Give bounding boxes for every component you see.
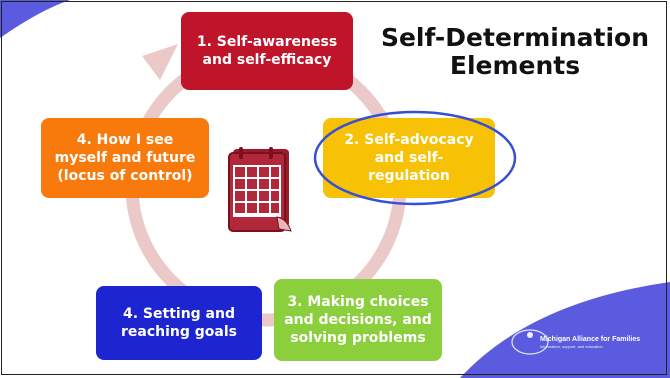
step-making-choices: 3. Making choices and decisions, and sol… <box>274 279 442 361</box>
alliance-logo: Michigan Alliance for Families informati… <box>540 336 650 349</box>
step-locus-of-control: 4. How I see myself and future (locus of… <box>41 118 209 198</box>
highlight-ellipse <box>313 110 517 206</box>
step-self-awareness: 1. Self-awareness and self-efficacy <box>181 12 353 90</box>
step-self-advocacy: 2. Self-advocacy and self- regulation <box>323 118 495 198</box>
alliance-logo-icon <box>511 329 549 355</box>
step-setting-goals: 4. Setting and reaching goals <box>96 286 262 360</box>
logo-name: Michigan Alliance for Families <box>540 336 641 343</box>
slide-title: Self-Determination Elements <box>380 23 650 80</box>
corner-decoration-bottom-right <box>460 282 670 378</box>
corner-decoration-top-left <box>0 0 70 38</box>
calendar-icon <box>228 147 292 232</box>
cycle-arrowhead <box>142 44 178 80</box>
logo-tagline: information, support, and education <box>540 344 603 349</box>
